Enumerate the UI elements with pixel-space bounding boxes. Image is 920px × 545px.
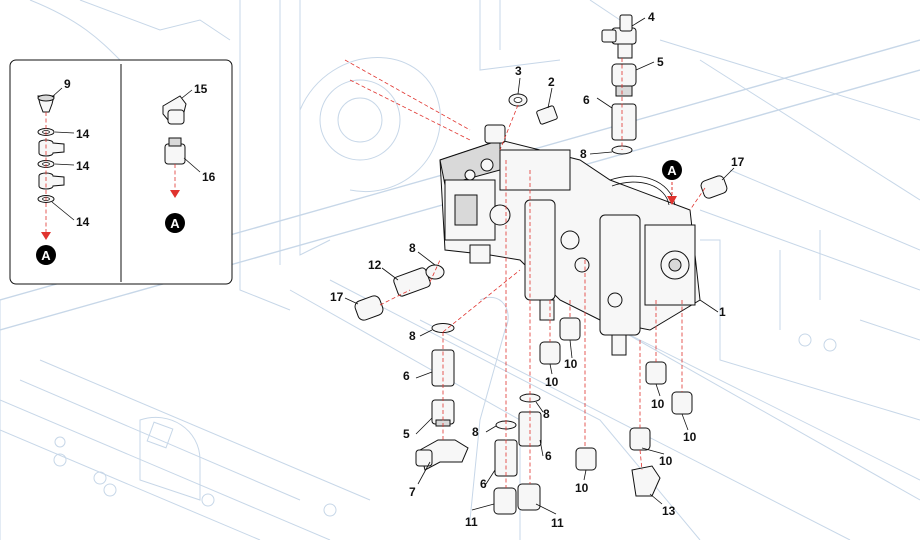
inset-callout-a-right-text: A (170, 216, 180, 231)
label-part-17-left: 17 (330, 290, 344, 304)
label-part-6-c: 6 (480, 477, 487, 491)
inset-label-part-16: 16 (202, 170, 216, 184)
label-part-8-c: 8 (409, 329, 416, 343)
label-part-8-d: 8 (472, 425, 479, 439)
callout-a-marker: A (662, 160, 682, 205)
callout-a-text: A (667, 163, 677, 178)
label-part-1: 1 (719, 305, 726, 319)
inset-right-parts (162, 89, 201, 198)
inset-label-part-9: 9 (64, 77, 71, 91)
part-6-fitting-top (611, 103, 637, 141)
inset-callout-a-right: A (165, 213, 185, 233)
fittings-10 (539, 317, 693, 471)
label-part-6-b: 6 (403, 369, 410, 383)
red-dashed-leaders (344, 58, 706, 488)
label-part-10-c: 10 (575, 481, 589, 495)
inset-callout-a-left-text: A (41, 248, 51, 263)
label-part-10-d: 10 (651, 397, 665, 411)
label-part-5: 5 (657, 55, 664, 69)
inset-label-part-14-b: 14 (76, 159, 90, 173)
label-part-13: 13 (662, 504, 676, 518)
label-part-6: 6 (583, 93, 590, 107)
part-17-plug-left (354, 295, 384, 321)
label-part-5-b: 5 (403, 427, 410, 441)
inset-left-parts (37, 87, 75, 240)
label-part-10-a: 10 (545, 375, 559, 389)
part-3-washer (508, 93, 528, 107)
label-part-4: 4 (648, 10, 655, 24)
label-part-8-b: 8 (409, 241, 416, 255)
inset-callout-a-left: A (36, 245, 56, 265)
label-part-8: 8 (580, 147, 587, 161)
part-12-sleeve (393, 264, 445, 297)
inset-detail-box: 9 14 14 14 15 16 A A (9, 59, 233, 285)
label-part-12: 12 (368, 258, 382, 272)
inset-label-part-15: 15 (194, 82, 208, 96)
stack-left (415, 323, 469, 471)
inset-label-part-14-a: 14 (76, 127, 90, 141)
part-5-adapter (611, 63, 637, 97)
label-part-3: 3 (515, 64, 522, 78)
leader-lines (344, 17, 735, 515)
label-part-2: 2 (548, 75, 555, 89)
label-part-11-b: 11 (551, 516, 564, 530)
pump-valve-assembly (439, 124, 701, 356)
label-part-10-f: 10 (659, 454, 673, 468)
part-13-elbow (631, 465, 661, 497)
part-4-tee-fitting (601, 14, 637, 59)
label-part-7: 7 (409, 485, 416, 499)
label-part-11-a: 11 (465, 515, 478, 529)
label-part-10-e: 10 (683, 430, 697, 444)
part-2-bolt (536, 105, 558, 125)
label-part-6-d: 6 (545, 449, 552, 463)
part-numbers: 4 5 6 8 3 2 17 1 8 12 17 8 6 5 7 8 6 11 … (330, 10, 745, 530)
label-part-8-e: 8 (543, 407, 550, 421)
inset-label-part-14-c: 14 (76, 215, 90, 229)
stack-middle (493, 393, 542, 515)
label-part-10-b: 10 (564, 357, 578, 371)
label-part-17-right: 17 (731, 155, 745, 169)
